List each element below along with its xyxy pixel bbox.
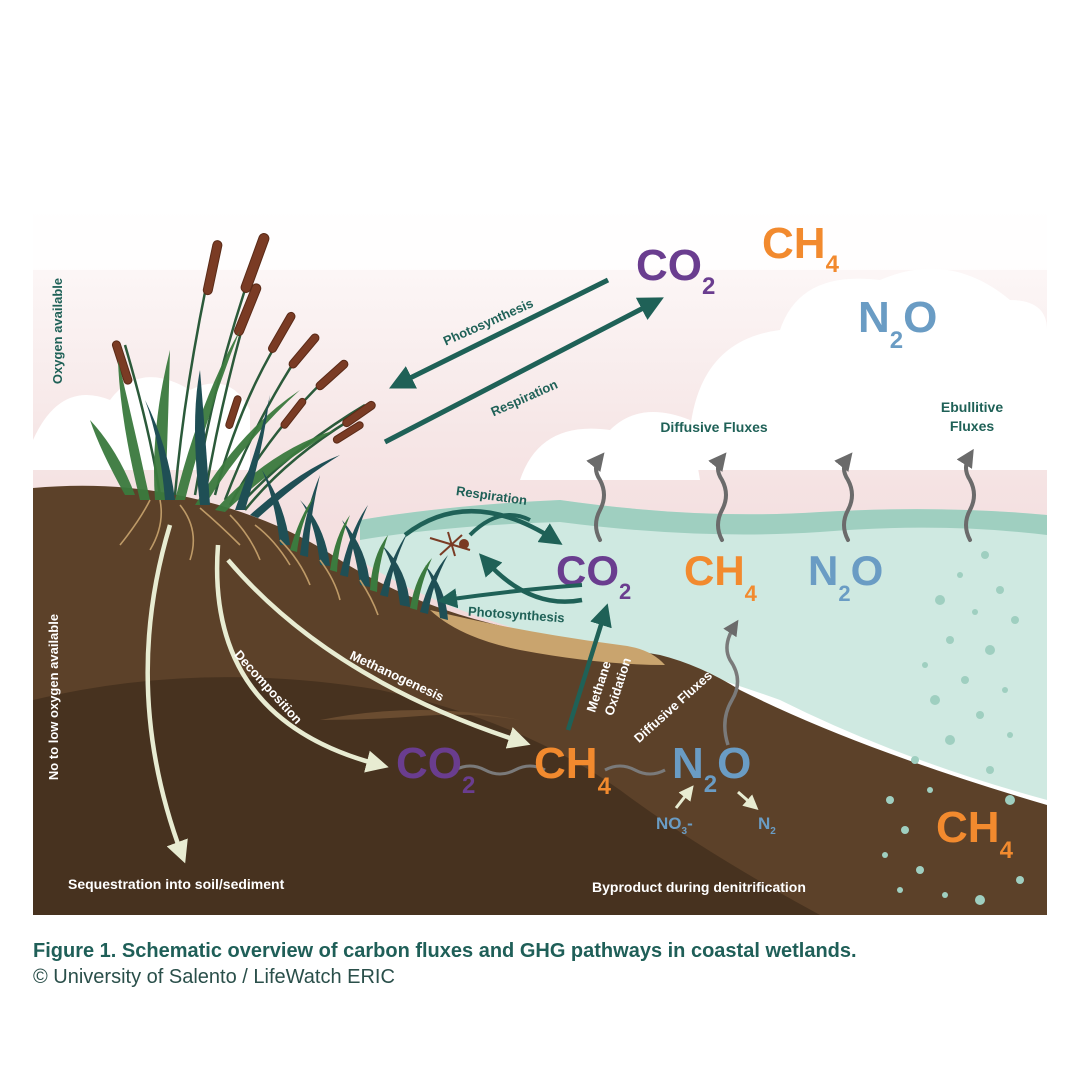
reeds <box>90 233 448 620</box>
svg-text:N2O: N2O <box>672 739 751 798</box>
water-ch4: CH4 <box>684 547 758 606</box>
water-photosynthesis-label: Photosynthesis <box>468 604 566 626</box>
water-photosynthesis-arrow-2 <box>437 583 583 609</box>
ebullitive-fluxes-label-1: Ebullitive <box>941 399 1003 415</box>
decomposition-arrow <box>214 544 389 773</box>
water-body <box>360 500 1047 800</box>
soil-band <box>320 710 520 720</box>
sand-edge <box>430 610 665 665</box>
sequestration-label: Sequestration into soil/sediment <box>68 876 285 892</box>
water-respiration-arrow-2 <box>468 513 531 537</box>
svg-text:N2O: N2O <box>858 293 937 354</box>
caption-title: Figure 1. Schematic overview of carbon f… <box>33 940 857 962</box>
svg-text:N2: N2 <box>758 814 776 837</box>
surface-flux-co2 <box>586 452 606 542</box>
svg-text:N2O: N2O <box>808 547 883 606</box>
denitrification-label: Byproduct during denitrification <box>592 879 806 895</box>
diffusive-fluxes-label: Diffusive Fluxes <box>660 419 768 435</box>
ebullition-bubbles <box>882 551 1024 905</box>
atmosphere-n2o: N2O <box>858 293 937 354</box>
sediment-n2: N2 <box>758 814 776 837</box>
microorganism-icon <box>429 531 471 557</box>
sediment-diffusive-flux-arrow <box>723 619 740 746</box>
svg-text:CO2: CO2 <box>396 739 475 799</box>
cloud-mid <box>520 412 700 480</box>
sediment-ch4: CH4 <box>534 739 612 800</box>
surface-flux-ebullitive <box>956 448 976 542</box>
methanogenesis-arrow <box>226 558 531 749</box>
svg-text:CH4: CH4 <box>534 739 612 800</box>
surface-flux-ch4 <box>708 452 728 542</box>
sediment-co2: CO2 <box>396 739 475 799</box>
methane-oxidation-arrow <box>565 603 612 731</box>
svg-text:CO2: CO2 <box>636 241 715 300</box>
atmo-respiration-arrow <box>383 297 664 445</box>
n2o-to-n2-arrow <box>737 790 759 810</box>
soil-lower <box>33 677 820 915</box>
sediment-no3: NO3- <box>656 814 693 837</box>
sequestration-arrow <box>145 524 188 864</box>
atmosphere-ch4: CH4 <box>762 219 840 278</box>
no3-to-n2o-arrow <box>674 785 694 809</box>
sediment-diffusion-wave <box>454 764 666 776</box>
figure-caption: Figure 1. Schematic overview of carbon f… <box>33 938 1043 990</box>
svg-text:CH4: CH4 <box>762 219 840 278</box>
oxygen-available-label: Oxygen available <box>50 278 65 384</box>
atmo-photosynthesis-arrow <box>389 277 610 389</box>
cloud-right <box>690 268 1047 470</box>
svg-text:NO3-: NO3- <box>656 814 693 837</box>
surface-flux-arrows <box>586 448 976 542</box>
svg-text:CH4: CH4 <box>936 803 1014 864</box>
sediment-arrows <box>145 524 759 864</box>
atmosphere-co2: CO2 <box>636 241 715 300</box>
low-oxygen-label: No to low oxygen available <box>46 614 61 780</box>
surface-flux-n2o <box>834 452 854 542</box>
svg-text:CH4: CH4 <box>684 547 758 606</box>
water-n2o: N2O <box>808 547 883 606</box>
sediment-n2o: N2O <box>672 739 751 798</box>
caption-credit: © University of Salento / LifeWatch ERIC <box>33 966 395 988</box>
water-respiration-arrow <box>403 509 563 545</box>
sediment-ch4-bubbles: CH4 <box>936 803 1014 864</box>
water-photosynthesis-arrow <box>478 553 583 604</box>
sediment <box>33 485 1047 915</box>
ebullitive-fluxes-label-2: Fluxes <box>950 418 995 434</box>
